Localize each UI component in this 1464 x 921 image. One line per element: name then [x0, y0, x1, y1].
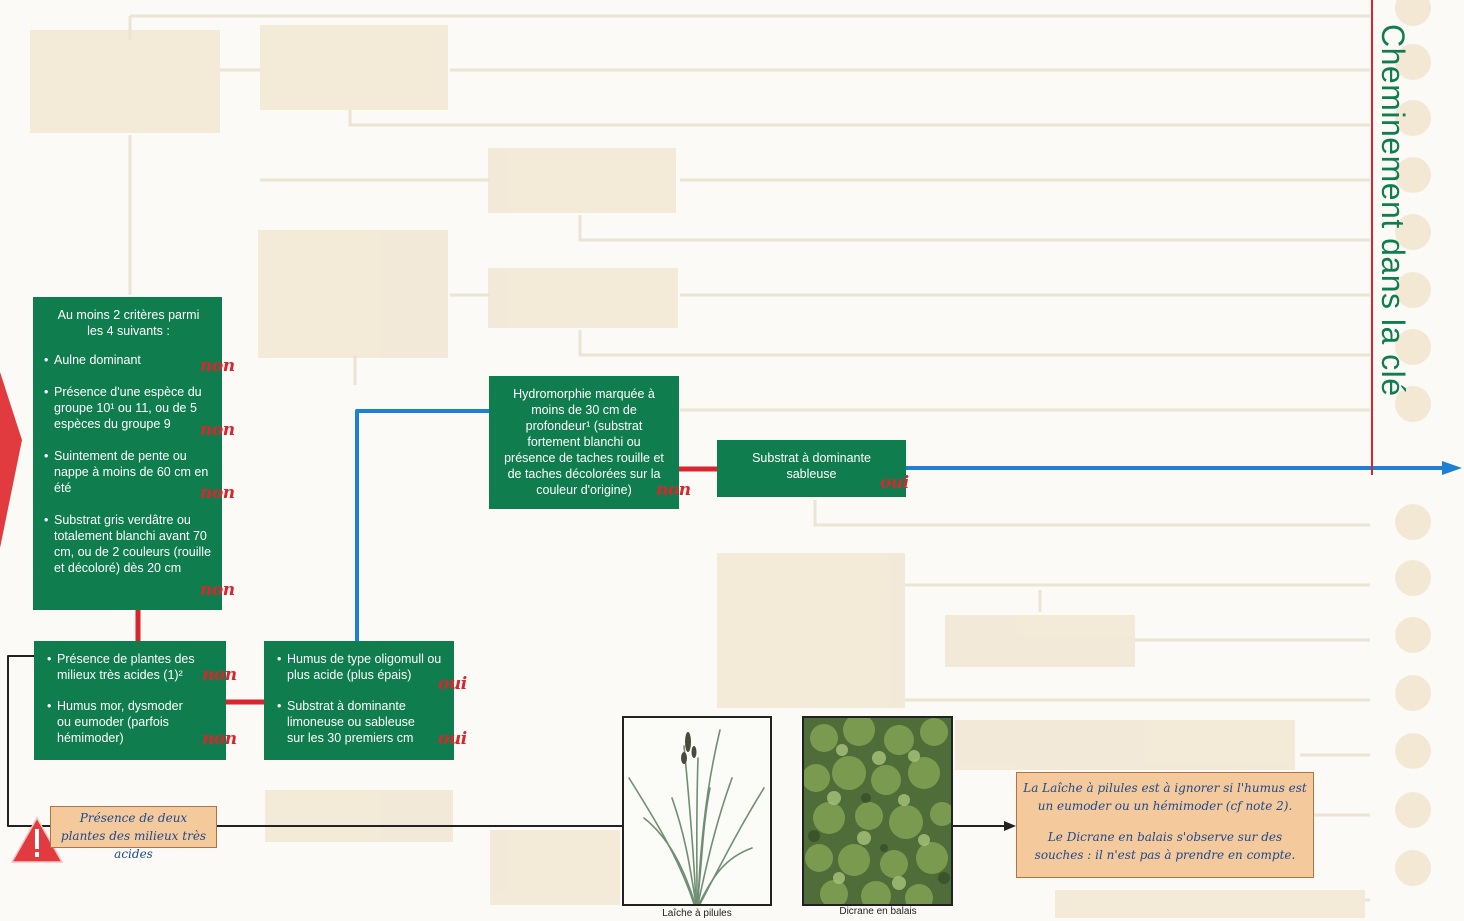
side-title: Cheminement dans la clé: [1371, 0, 1434, 475]
humus-item-1: Humus de type oligomull ou plus acide (p…: [276, 651, 444, 683]
red-entry-marker: [0, 372, 22, 548]
criteria-answer-2: non: [200, 420, 235, 440]
hydromorphy-box: Hydromorphie marquée à moins de 30 cm de…: [489, 376, 679, 509]
acid-plants-box: Présence de plantes des milieux très aci…: [34, 641, 226, 760]
humus-answer-2: oui: [438, 729, 467, 749]
side-title-rule: [1371, 0, 1373, 475]
acid-answer-1: non: [202, 665, 237, 685]
main-arrow-head: [1442, 461, 1462, 475]
note-arrow-head: [1004, 821, 1016, 831]
side-title-text: Cheminement dans la clé: [1375, 24, 1411, 397]
criteria-answer-4: non: [200, 580, 235, 600]
info-note-line-2: Le Dicrane en balais s'observe sur des s…: [1034, 830, 1296, 862]
acid-answer-2: non: [202, 729, 237, 749]
humus-answer-1: oui: [438, 674, 467, 694]
sandy-substrate-box: Substrat à dominante sableuse: [717, 440, 906, 497]
sandy-substrate-text: Substrat à dominante sableuse: [752, 451, 871, 481]
warning-icon: [10, 816, 64, 863]
humus-item-2: Substrat à dominante limoneuse ou sableu…: [276, 698, 444, 746]
caption-dicrane: Dicrane en balais: [839, 906, 917, 917]
photo-laiche: [622, 716, 772, 906]
acid-item-2: Humus mor, dysmoder ou eumoder (parfois …: [46, 698, 216, 746]
sedge-illustration: [628, 729, 765, 904]
criteria-item-3: Suintement de pente ou nappe à moins de …: [43, 448, 214, 496]
info-note: La Laîche à pilules est à ignorer si l'h…: [1016, 772, 1314, 878]
criteria-box: Au moins 2 critères parmi les 4 suivants…: [33, 297, 222, 610]
hydromorphy-answer: non: [656, 480, 691, 500]
info-note-line-1: La Laîche à pilules est à ignorer si l'h…: [1023, 781, 1307, 813]
humus-box: Humus de type oligomull ou plus acide (p…: [264, 641, 454, 760]
photo-dicrane: [802, 716, 953, 906]
caption-laiche: Laîche à pilules: [662, 908, 732, 919]
acid-item-1: Présence de plantes des milieux très aci…: [46, 651, 216, 683]
criteria-answer-3: non: [200, 483, 235, 503]
criteria-item-2: Présence d'une espèce du groupe 10¹ ou 1…: [43, 384, 214, 432]
moss-illustration: [804, 718, 951, 904]
criteria-answer-1: non: [200, 356, 235, 376]
criteria-item-1: Aulne dominant: [43, 352, 214, 368]
warning-note: Présence de deux plantes des milieux trè…: [50, 806, 217, 861]
hydromorphy-text: Hydromorphie marquée à moins de 30 cm de…: [504, 387, 664, 497]
warning-note-text: Présence de deux plantes des milieux trè…: [60, 811, 207, 861]
criteria-heading: Au moins 2 critères parmi les 4 suivants…: [57, 308, 200, 338]
criteria-item-4: Substrat gris verdâtre ou totalement bla…: [43, 512, 214, 576]
sandy-substrate-answer: oui: [880, 473, 909, 493]
